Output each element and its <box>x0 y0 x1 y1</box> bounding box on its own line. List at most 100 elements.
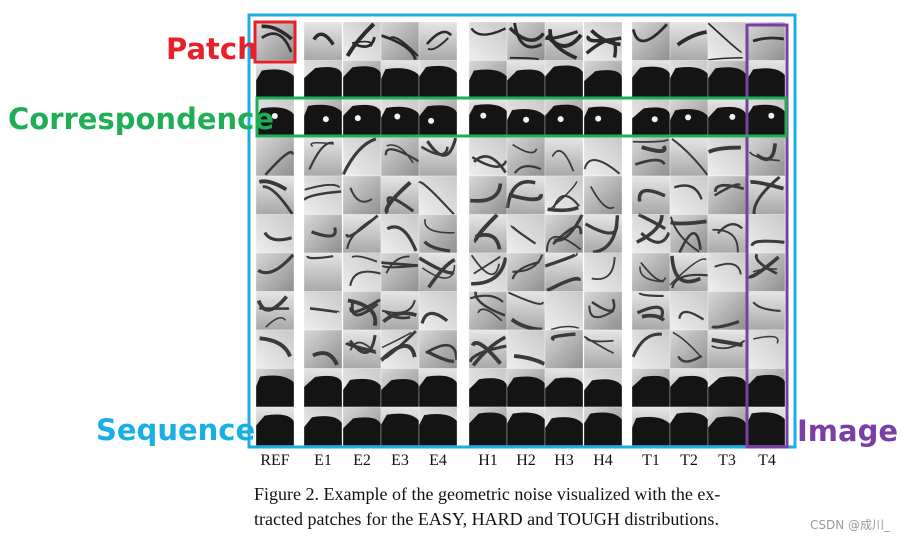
correspondence-box <box>255 96 788 138</box>
patch-tile <box>255 368 295 408</box>
sequence-label: Sequence <box>96 413 256 447</box>
patch-tile <box>418 329 458 369</box>
patch-tile <box>506 60 546 100</box>
column-gap <box>294 22 304 446</box>
column-label-t3: T3 <box>718 452 736 469</box>
patch-tile <box>342 60 382 100</box>
patch-tile <box>341 137 382 177</box>
patch-tile <box>669 137 709 177</box>
column-gap <box>457 22 469 446</box>
patch-tile <box>583 368 623 408</box>
patch-tile <box>631 137 671 177</box>
patch-tile <box>631 60 671 100</box>
patch-tile <box>544 21 584 61</box>
patch-tile <box>544 291 584 331</box>
patch-tile <box>255 329 295 369</box>
patch-tile <box>468 368 508 408</box>
patch-tile <box>506 137 546 177</box>
patch-tile <box>468 60 508 100</box>
patch-tile <box>631 368 671 408</box>
patch-tile <box>583 98 623 138</box>
patch-tile <box>707 21 747 61</box>
patch-tile <box>707 368 747 408</box>
patch-tile <box>379 329 420 369</box>
sequence-box <box>247 13 797 449</box>
patch-tile <box>468 137 508 177</box>
patch-tile <box>669 214 709 254</box>
patch-tile <box>583 21 623 61</box>
patch-tile <box>583 214 623 254</box>
patch-tile <box>418 406 458 446</box>
patch-tiles <box>255 21 786 446</box>
annotation-boxes <box>247 13 797 449</box>
patch-tile <box>418 21 458 61</box>
patch-tile <box>255 252 295 292</box>
patch-tile <box>468 21 508 61</box>
patch-tile <box>746 214 786 254</box>
patch-tile <box>255 214 295 254</box>
patch-tile <box>707 329 747 369</box>
patch-tile <box>544 252 584 293</box>
patch-tile <box>380 291 420 331</box>
patch-tile <box>303 368 343 408</box>
patch-tile <box>583 406 623 446</box>
patch-tile <box>631 213 671 254</box>
patch-tile <box>468 175 508 215</box>
patch-tile <box>631 98 671 138</box>
patch-tile <box>380 252 420 292</box>
patch-tile <box>707 137 747 177</box>
patch-tile <box>707 60 747 100</box>
patch-tile <box>669 21 709 61</box>
patch-tile <box>468 291 508 331</box>
patch-tile <box>303 60 343 100</box>
patch-tile <box>506 252 546 292</box>
patch-tile <box>506 406 546 446</box>
image-box <box>745 23 789 449</box>
patch-tile <box>342 329 382 369</box>
patch-tile <box>746 252 786 292</box>
patch-tile <box>342 175 382 215</box>
patch-tile <box>707 291 747 331</box>
patch-tile <box>544 368 584 408</box>
patch-tile <box>506 291 546 332</box>
patch-tile <box>669 406 709 446</box>
patch-tile <box>544 175 584 215</box>
patch-tile <box>669 175 709 215</box>
column-label-e3: E3 <box>391 452 409 469</box>
patch-tile <box>303 252 343 292</box>
patch-tile <box>669 60 709 100</box>
column-label-h1: H1 <box>478 452 498 469</box>
patch-tile <box>583 329 623 369</box>
patch-tile <box>342 21 382 61</box>
column-label-h4: H4 <box>593 452 613 469</box>
patch-tile <box>342 98 382 138</box>
patch-tile <box>303 406 343 446</box>
patch-tile <box>544 98 584 138</box>
image-label: Image <box>797 414 899 448</box>
patch-tile <box>746 98 786 138</box>
patch-tile <box>583 291 623 331</box>
patch-tile <box>418 60 458 100</box>
patch-tile <box>418 291 458 331</box>
patch-tile <box>631 252 671 292</box>
patch-tile <box>707 214 747 254</box>
patch-tile <box>544 137 584 177</box>
patch-tile <box>544 60 584 100</box>
column-label-t1: T1 <box>642 452 660 469</box>
patch-tile <box>303 98 343 138</box>
patch-tile <box>303 137 343 177</box>
patch-tile <box>380 137 420 177</box>
patch-tile <box>380 98 420 138</box>
column-label-e2: E2 <box>353 452 371 469</box>
caption-line-2: tracted patches for the EASY, HARD and T… <box>254 509 719 529</box>
patch-tile <box>506 368 546 408</box>
patch-tile <box>506 21 546 61</box>
patch-tile <box>669 329 709 369</box>
patch-tile <box>746 21 786 61</box>
patch-tile <box>255 98 295 138</box>
correspondence-label: Correspondence <box>8 102 274 136</box>
patch-tile <box>544 406 584 446</box>
patch-tile <box>631 175 671 215</box>
patch-tile <box>468 213 508 254</box>
